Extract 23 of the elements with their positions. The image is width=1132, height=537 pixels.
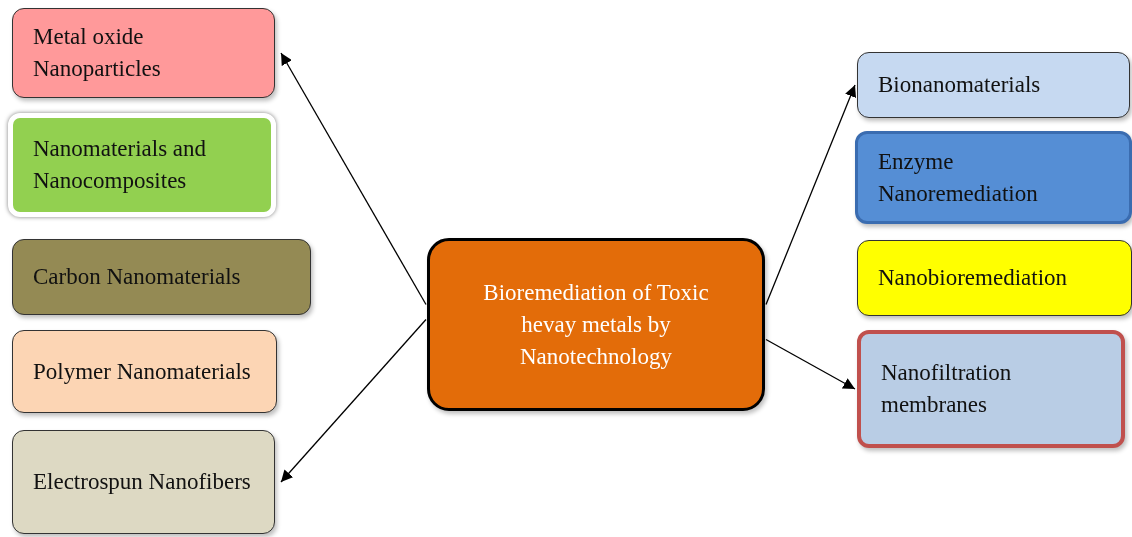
topic-label: Enzyme Nanoremediation xyxy=(878,147,1039,208)
arrow xyxy=(280,52,427,306)
topic-label: Nanomaterials and Nanocomposites xyxy=(33,135,208,195)
central-topic-box xyxy=(427,238,765,411)
topic-label: Nanobioremediation xyxy=(878,264,1068,292)
topic-box xyxy=(12,430,275,534)
topic-box xyxy=(12,330,277,413)
topic-label: Electrospun Nanofibers xyxy=(33,468,251,496)
topic-box xyxy=(12,8,275,98)
arrow xyxy=(765,84,856,306)
topic-box xyxy=(857,52,1130,118)
topic-label: Metal oxide Nanoparticles xyxy=(33,23,162,83)
topic-box xyxy=(855,131,1132,224)
topic-label: Bioremediation of Toxic hevay metals by Nanotechnology xyxy=(482,278,710,371)
arrow xyxy=(765,338,856,390)
topic-label: Bionanomaterials xyxy=(878,71,1041,99)
topic-box xyxy=(857,330,1125,448)
topic-box xyxy=(857,240,1132,316)
topic-box xyxy=(12,239,311,315)
arrow xyxy=(280,318,427,483)
topic-label: Polymer Nanomaterials xyxy=(33,357,251,386)
topic-label: Carbon Nanomaterials xyxy=(33,263,241,291)
topic-label: Nanofiltration membranes xyxy=(881,359,1013,419)
